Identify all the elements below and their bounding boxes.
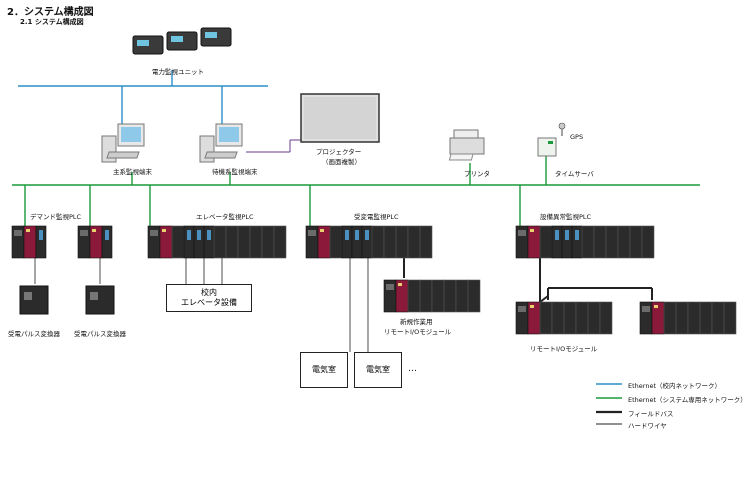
- new-remote-io-rack: [383, 279, 481, 313]
- printer-label: プリンタ: [464, 170, 490, 178]
- main-terminal-label: 主系監視端末: [113, 168, 152, 176]
- time-server-label: タイムサーバ: [555, 170, 594, 178]
- computer-icon: [199, 123, 243, 163]
- equipment-plc-label: 設備異常監視PLC: [540, 213, 592, 221]
- section-title: 2.1 システム構成図: [20, 18, 84, 26]
- pulse-converter-icon: [19, 285, 115, 315]
- demand-plc-rack: [11, 225, 113, 259]
- legend-school-network: Ethernet（校内ネットワーク）: [628, 382, 721, 390]
- page-title: 2．システム構成図: [7, 7, 94, 18]
- elevator-equipment-line1: 校内: [201, 288, 217, 297]
- elevator-plc-rack: [147, 225, 287, 259]
- power-monitor-unit-icon: [132, 27, 232, 55]
- demand-plc-label: デマンド監視PLC: [30, 213, 82, 221]
- printer-icon: [448, 129, 485, 161]
- new-remote-io-label-1: 新規作業用: [400, 318, 433, 326]
- equipment-plc-rack: [515, 225, 655, 259]
- computer-icon: [101, 123, 145, 163]
- time-server-icon: [537, 137, 557, 157]
- legend-hardwire: ハードワイヤ: [628, 422, 667, 430]
- legend-system-network: Ethernet（システム専用ネットワーク）: [628, 396, 747, 404]
- electrical-room-box: 電気室: [354, 352, 402, 388]
- projector-label: プロジェクター: [316, 148, 362, 156]
- power-monitor-unit-label: 電力監視ユニット: [152, 68, 204, 76]
- remote-io-label: リモートI/Oモジュール: [530, 345, 598, 353]
- elevator-plc-label: エレベータ監視PLC: [196, 213, 254, 221]
- projector-screen-icon: [300, 93, 380, 143]
- new-remote-io-label-2: リモートI/Oモジュール: [384, 328, 452, 336]
- substation-plc-label: 受変電監視PLC: [354, 213, 399, 221]
- ellipsis-text: …: [408, 364, 417, 374]
- elevator-equipment-box: 校内 エレベータ設備: [166, 284, 252, 312]
- electrical-room-box: 電気室: [300, 352, 348, 388]
- pulse-converter-label-2: 受電パルス変換器: [74, 330, 126, 338]
- pulse-converter-label-1: 受電パルス変換器: [8, 330, 60, 338]
- gps-label: GPS: [570, 133, 584, 141]
- remote-io-rack-2: [639, 301, 737, 335]
- standby-terminal-label: 待機系監視端末: [212, 168, 258, 176]
- legend-fieldbus: フィールドバス: [628, 410, 674, 418]
- substation-plc-rack: [305, 225, 433, 259]
- elevator-equipment-line2: エレベータ設備: [181, 298, 237, 307]
- projector-sub-label: （画面複製）: [322, 158, 361, 166]
- remote-io-rack-1: [515, 301, 613, 335]
